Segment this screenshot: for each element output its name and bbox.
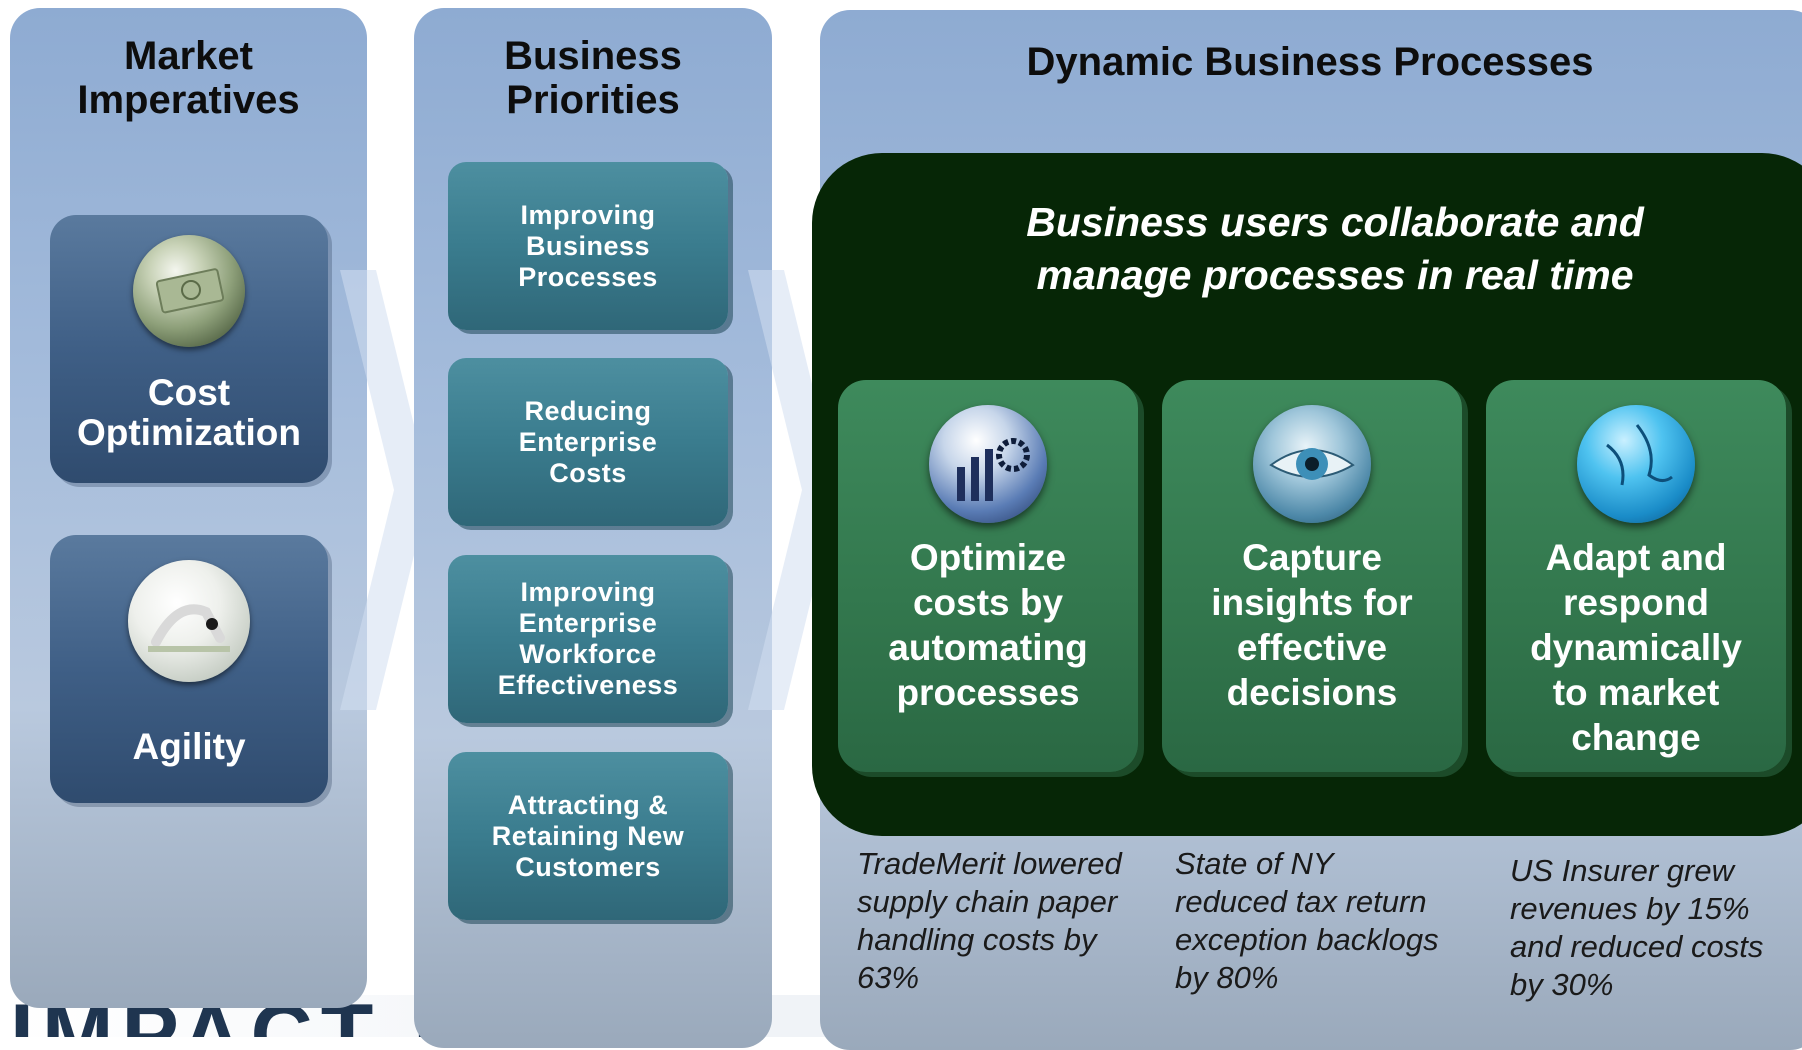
business-priorities-title: Business Priorities [504,34,682,122]
cost-optimization-label: Cost Optimization [76,372,302,453]
globe-icon [1577,405,1695,523]
priority-label: Attracting & Retaining New Customers [491,789,685,882]
cost-optimization-box: Cost Optimization [50,215,328,483]
card-label: Optimize costs by automating processes [888,537,1088,713]
yoga-figure-icon [128,560,250,682]
market-imperatives-column [10,8,367,1008]
card-capture-insights: Capture insights for effective decisions [1162,380,1462,772]
priority-workforce-effectiveness: Improving Enterprise Workforce Effective… [448,555,728,723]
money-icon [133,235,245,347]
example-state-of-ny: State of NY reduced tax return exception… [1175,846,1439,995]
priority-attracting-customers: Attracting & Retaining New Customers [448,752,728,920]
agility-box: Agility [50,535,328,803]
agility-label: Agility [132,726,246,767]
example-us-insurer: US Insurer grew revenues by 15% and redu… [1510,853,1764,1002]
market-imperatives-title: Market Imperatives [77,34,300,122]
priority-reducing-enterprise-costs: Reducing Enterprise Costs [448,358,728,526]
card-label: Capture insights for effective decisions [1211,537,1413,713]
priority-label: Improving Business Processes [518,199,658,292]
example-trademerit: TradeMerit lowered supply chain paper ha… [857,846,1122,995]
gears-chart-icon [929,405,1047,523]
priority-label: Reducing Enterprise Costs [518,395,658,488]
card-label: Adapt and respond dynamically to market … [1530,537,1742,758]
panel-heading: Business users collaborate and manage pr… [1026,199,1644,298]
priority-improving-business-processes: Improving Business Processes [448,162,728,330]
card-optimize-costs: Optimize costs by automating processes [838,380,1138,772]
dynamic-processes-title: Dynamic Business Processes [1026,40,1594,84]
eye-icon [1253,405,1371,523]
card-adapt-respond: Adapt and respond dynamically to market … [1486,380,1786,772]
priority-label: Improving Enterprise Workforce Effective… [497,577,679,700]
